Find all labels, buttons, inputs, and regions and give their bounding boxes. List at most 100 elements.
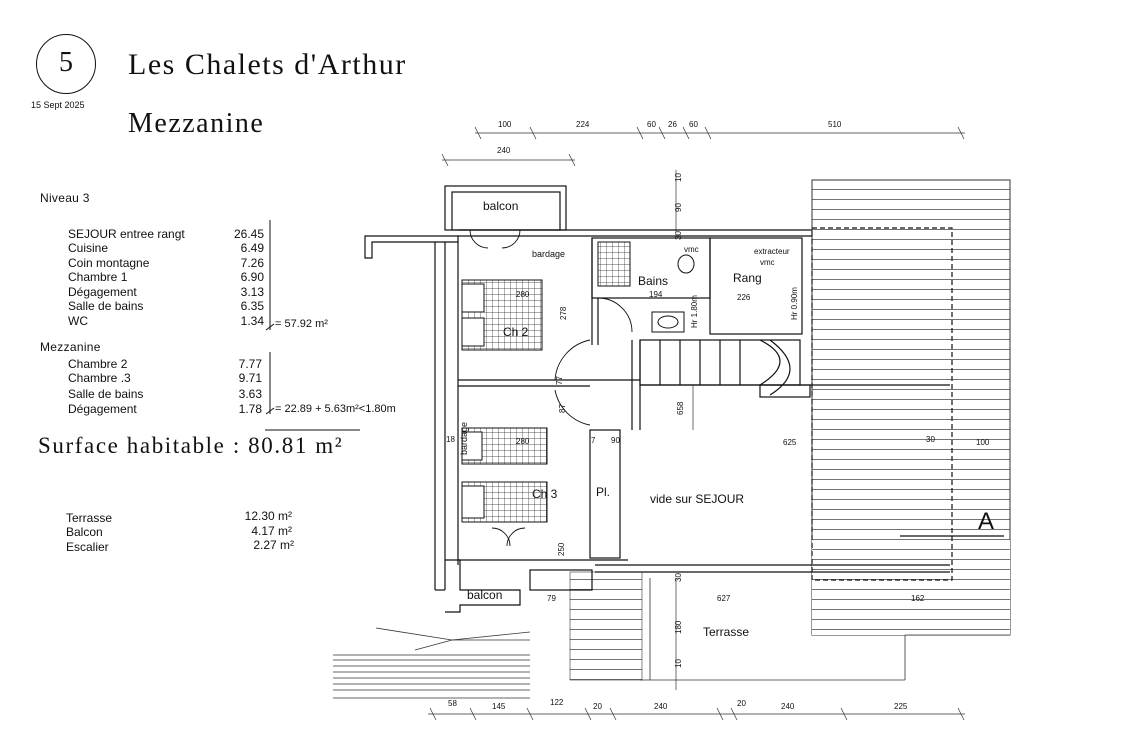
room-label-ch3: Ch 3 bbox=[532, 487, 558, 501]
dim-inner: 87 bbox=[558, 404, 567, 413]
dim-bottom: 240 bbox=[781, 702, 795, 711]
area-value: 26.45 bbox=[233, 227, 264, 241]
page-subtitle: Mezzanine bbox=[128, 108, 265, 139]
extra-value: 12.30 m² bbox=[244, 509, 292, 523]
area-label: Dégagement bbox=[68, 285, 137, 299]
room-label-placard: Pl. bbox=[596, 485, 610, 499]
area-value: 7.26 bbox=[240, 256, 264, 270]
area-value: 1.34 bbox=[240, 314, 264, 328]
dim-top: 26 bbox=[668, 120, 677, 129]
dim-bottom: 240 bbox=[654, 702, 668, 711]
area-label: SEJOUR entree rangt bbox=[68, 227, 185, 241]
section-mark: A bbox=[978, 508, 994, 535]
dim-top: 60 bbox=[647, 120, 656, 129]
dim-inner: 30 bbox=[674, 231, 683, 240]
page-number-badge: 5 bbox=[36, 34, 96, 94]
area-value: 3.63 bbox=[238, 387, 262, 401]
dim-top: 224 bbox=[576, 120, 590, 129]
room-label-terrasse: Terrasse bbox=[703, 625, 749, 639]
extra-label: Balcon bbox=[66, 525, 103, 539]
area-value: 1.78 bbox=[238, 402, 262, 416]
dimension-lines bbox=[428, 126, 965, 721]
roof-edge-bottom bbox=[333, 578, 1010, 699]
dim-bottom: 122 bbox=[550, 698, 564, 707]
dim-inner: 18 bbox=[446, 435, 455, 444]
room-label-balcon-bottom: balcon bbox=[467, 588, 502, 602]
dim-inner: 226 bbox=[737, 293, 751, 302]
dim-inner: Hr 1.80m bbox=[690, 295, 699, 328]
extra-label: Terrasse bbox=[66, 511, 113, 525]
dim-bottom: 225 bbox=[894, 702, 908, 711]
dim-inner: 627 bbox=[717, 594, 731, 603]
extra-value: 4.17 m² bbox=[251, 524, 292, 538]
level3-heading: Niveau 3 bbox=[40, 191, 90, 205]
dim-inner: 280 bbox=[516, 437, 530, 446]
date-label: 15 Sept 2025 bbox=[31, 100, 85, 110]
dim-top-240: 240 bbox=[497, 146, 511, 155]
room-label-vide: vide sur SEJOUR bbox=[650, 492, 744, 506]
room-labels: balcon bardage Bains vmc Rang extracteur… bbox=[459, 199, 994, 639]
dim-inner: 10 bbox=[674, 173, 683, 182]
area-label: Chambre 1 bbox=[68, 270, 128, 284]
label-vmc-2: vmc bbox=[760, 258, 775, 267]
area-value: 6.49 bbox=[240, 241, 264, 255]
area-value: 6.90 bbox=[240, 270, 264, 284]
bathroom-fixtures bbox=[597, 241, 695, 333]
dim-inner: 7 bbox=[591, 436, 596, 445]
area-label: Dégagement bbox=[68, 402, 137, 416]
area-label: Salle de bains bbox=[68, 299, 144, 313]
area-label: Salle de bains bbox=[68, 387, 144, 401]
dim-inner: 162 bbox=[911, 594, 925, 603]
extra-label: Escalier bbox=[66, 540, 109, 554]
dim-inner: 658 bbox=[676, 401, 685, 415]
dim-inner: 90 bbox=[674, 203, 683, 212]
area-label: WC bbox=[68, 314, 88, 328]
level3-total: = 57.92 m² bbox=[275, 318, 328, 330]
dim-inner: 30 bbox=[674, 573, 683, 582]
dim-inner: 250 bbox=[557, 542, 566, 556]
area-label: Chambre 2 bbox=[68, 357, 128, 371]
area-label: Coin montagne bbox=[68, 256, 150, 270]
room-label-bardage-left: bardage bbox=[459, 422, 469, 455]
label-extracteur: extracteur bbox=[754, 247, 790, 256]
dimension-labels: 100 224 60 26 60 510 240 58 145 122 20 2… bbox=[446, 120, 990, 711]
area-value: 7.77 bbox=[238, 357, 262, 371]
page-title: Les Chalets d'Arthur bbox=[128, 48, 407, 81]
area-label: Chambre .3 bbox=[68, 371, 131, 385]
dim-inner: 100 bbox=[976, 438, 990, 447]
dim-inner: 90 bbox=[611, 436, 620, 445]
dim-bottom: 20 bbox=[737, 699, 746, 708]
room-label-balcon-top: balcon bbox=[483, 199, 518, 213]
area-value: 3.13 bbox=[240, 285, 264, 299]
mezzanine-total: = 22.89 + 5.63m²<1.80m bbox=[275, 403, 396, 415]
dim-inner: 625 bbox=[783, 438, 797, 447]
dim-inner: 280 bbox=[516, 290, 530, 299]
dim-top: 510 bbox=[828, 120, 842, 129]
room-label-rang: Rang bbox=[733, 271, 762, 285]
dim-inner: Hr 0.90m bbox=[790, 287, 799, 320]
label-vmc: vmc bbox=[684, 245, 699, 254]
room-label-bains: Bains bbox=[638, 274, 668, 288]
area-value: 9.71 bbox=[238, 371, 262, 385]
area-value: 6.35 bbox=[240, 299, 264, 313]
dim-inner: 194 bbox=[649, 290, 663, 299]
dim-inner: 79 bbox=[547, 594, 556, 603]
dim-bottom: 145 bbox=[492, 702, 506, 711]
beds bbox=[461, 279, 548, 523]
walls bbox=[364, 185, 953, 613]
dim-inner: 77 bbox=[555, 376, 564, 385]
habitable-surface: Surface habitable : 80.81 m² bbox=[38, 433, 344, 458]
dim-top: 60 bbox=[689, 120, 698, 129]
area-label: Cuisine bbox=[68, 241, 109, 255]
room-label-bardage-top: bardage bbox=[532, 249, 565, 259]
dim-inner: 180 bbox=[674, 620, 683, 634]
door-swings bbox=[469, 229, 633, 547]
extra-value: 2.27 m² bbox=[253, 538, 294, 552]
page-number: 5 bbox=[59, 47, 73, 78]
dim-top: 100 bbox=[498, 120, 512, 129]
room-label-ch2: Ch 2 bbox=[503, 325, 529, 339]
dim-bottom: 58 bbox=[448, 699, 457, 708]
dim-bottom: 20 bbox=[593, 702, 602, 711]
dim-inner: 10 bbox=[674, 659, 683, 668]
